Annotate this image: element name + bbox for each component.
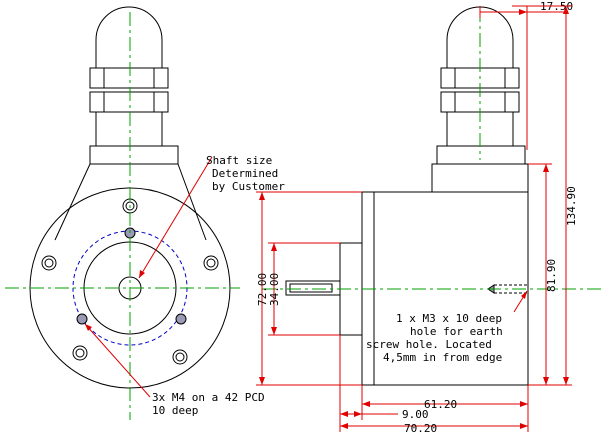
shaft-note-line3: by Customer — [212, 180, 285, 193]
front-gland-dome — [95, 6, 163, 68]
earth-note-line2: hole for earth — [410, 325, 503, 338]
dim-61-20-text: 61.20 — [424, 398, 457, 411]
dim-70-20-text: 70.20 — [404, 422, 437, 435]
flange-hole-inner — [75, 348, 85, 358]
dimensions: 17.50 134.90 81.90 72.00 34.00 — [256, 0, 578, 435]
dim-134-90-arrow-bottom — [563, 377, 569, 385]
earth-note-line1: 1 x M3 x 10 deep — [396, 312, 502, 325]
dim-81-90-text: 81.90 — [545, 259, 558, 292]
dim-61-20-arrow-left — [362, 401, 370, 407]
dim-34-00-arrow-top — [271, 243, 277, 251]
flange-hole-inner — [175, 352, 185, 362]
earth-note-line4: 4,5mm in from edge — [383, 351, 502, 364]
shaft-note-line1: Shaft size — [206, 154, 272, 167]
flange-hole-inner — [44, 258, 54, 268]
side-view: 1 x M3 x 10 deep hole for earth screw ho… — [262, 6, 604, 386]
side-shaft — [285, 280, 341, 296]
m4-leader-line — [84, 323, 151, 398]
front-gland-nut-upper — [89, 67, 169, 89]
dim-61-20-arrow-right — [520, 401, 528, 407]
front-view: Shaft size Determined by Customer 3x M4 … — [5, 6, 285, 420]
dim-34-00-arrow-bottom — [271, 327, 277, 335]
m4-hole — [175, 313, 187, 325]
dim-81-90-arrow-top — [543, 164, 549, 172]
dim-134-90-arrow-top — [563, 6, 569, 14]
m4-hole — [76, 313, 88, 325]
front-connector-boss — [54, 163, 207, 241]
dim-70-20-arrow-left — [340, 423, 348, 429]
earth-leader-arrow — [521, 291, 527, 299]
flange-hole-outer — [172, 349, 188, 365]
dim-9-00-arrow-left — [340, 411, 348, 417]
earth-note-line3: screw hole. Located — [366, 338, 492, 351]
m4-leader-arrow — [85, 324, 92, 331]
dim-81-90-arrow-bottom — [543, 377, 549, 385]
dim-17-50-arrow — [519, 9, 527, 15]
dim-34-00-text: 34.00 — [268, 273, 281, 306]
dim-72-00-text: 72.00 — [256, 273, 269, 306]
dim-134-90-text: 134.90 — [565, 186, 578, 226]
flange-hole-outer — [72, 345, 88, 361]
dim-72-00-arrow-top — [259, 192, 265, 200]
front-gland-nut-lower — [89, 91, 169, 113]
front-gland-base — [89, 145, 179, 165]
flange-hole-inner — [125, 201, 135, 211]
side-connector-housing — [431, 163, 529, 193]
dim-72-00-arrow-bottom — [259, 377, 265, 385]
dim-9-00-text: 9.00 — [402, 408, 429, 421]
side-gland-base — [436, 145, 526, 165]
flange-hole-inner — [206, 258, 216, 268]
flange-hole-outer — [203, 255, 219, 271]
m4-note-line2: 10 deep — [152, 404, 198, 417]
shaft-leader-line — [138, 156, 213, 279]
flange-hole-outer — [41, 255, 57, 271]
side-shaft-key — [289, 283, 333, 293]
m4-note-line1: 3x M4 on a 42 PCD — [152, 391, 265, 404]
dim-9-00-arrow-right — [354, 411, 362, 417]
dim-70-20-arrow-right — [520, 423, 528, 429]
shaft-note-line2: Determined — [212, 167, 278, 180]
shaft-leader-arrow — [139, 270, 145, 278]
